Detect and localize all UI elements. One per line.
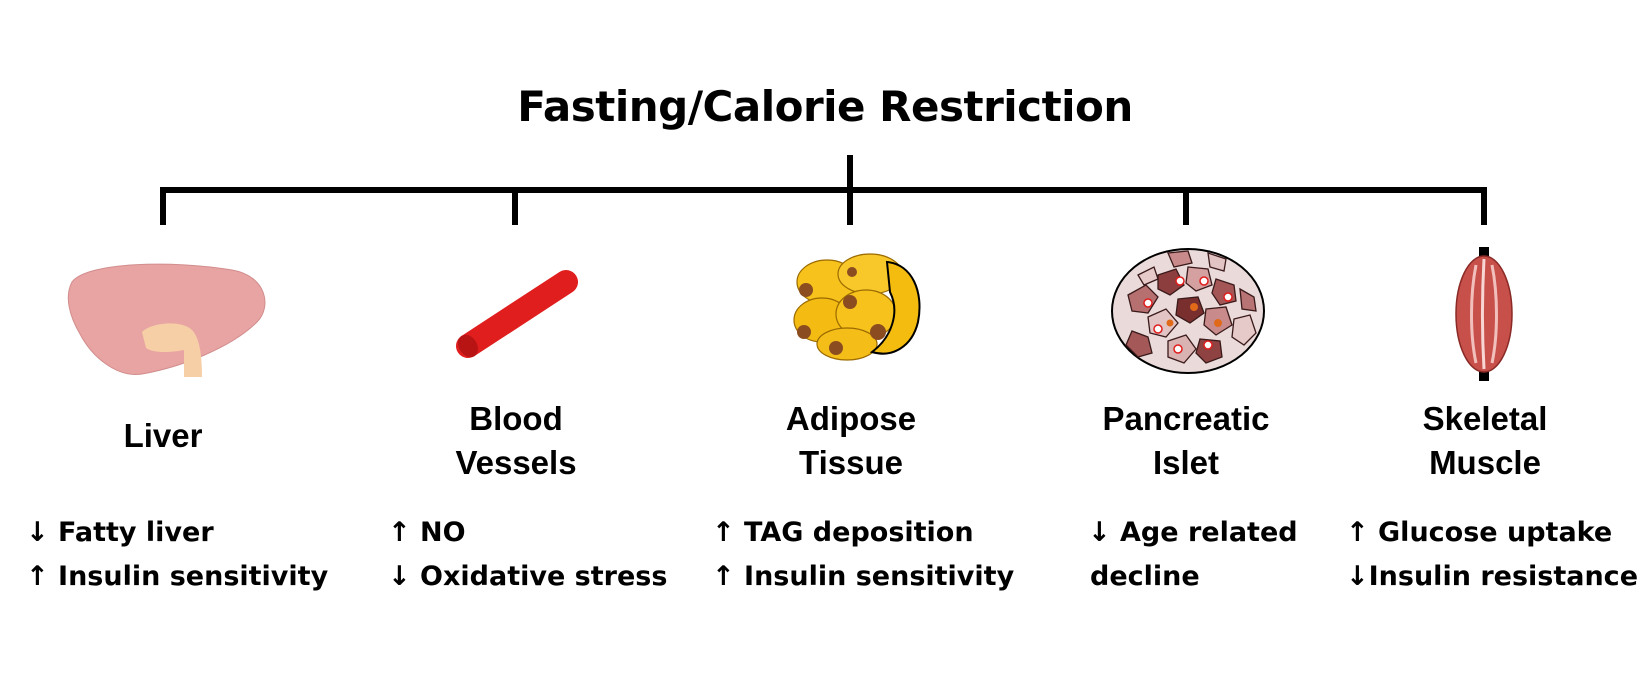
branch-connector (160, 155, 1487, 225)
effect-line: decline (1090, 561, 1200, 592)
effects-blood-vessels: ↑ NO ↓ Oxidative stress (388, 511, 667, 599)
organ-name-liver: Liver (123, 417, 203, 454)
effect-line: ↓ Oxidative stress (388, 561, 668, 592)
skeletal-muscle-icon (1455, 247, 1513, 381)
organ-name-blood-vessels: Blood Vessels (455, 400, 577, 481)
pancreatic-islet-icon (1111, 248, 1265, 374)
diagram-title: Fasting/Calorie Restriction (517, 82, 1133, 131)
effect-line: ↑ Insulin sensitivity (26, 561, 329, 592)
adipose-tissue-icon (793, 253, 921, 361)
effects-adipose-tissue: ↑ TAG deposition ↑ Insulin sensitivity (712, 511, 1014, 599)
effect-line: ↑ NO (388, 517, 466, 548)
effect-line: ↓Insulin resistance (1346, 561, 1639, 592)
effect-line: ↓ Age related (1088, 517, 1298, 548)
effect-line: ↑ Insulin sensitivity (712, 561, 1015, 592)
effects-skeletal-muscle: ↑ Glucose uptake ↓Insulin resistance (1346, 511, 1638, 599)
effects-pancreatic-islet: ↓ Age related decline (1088, 511, 1298, 599)
effect-line: ↑ TAG deposition (712, 517, 974, 548)
organ-name-pancreatic-islet: Pancreatic Islet (1102, 400, 1270, 481)
effects-liver: ↓ Fatty liver ↑ Insulin sensitivity (26, 511, 328, 599)
effect-line: ↑ Glucose uptake (1346, 517, 1613, 548)
organ-name-adipose-tissue: Adipose Tissue (785, 400, 917, 481)
organ-name-skeletal-muscle: Skeletal Muscle (1422, 400, 1548, 481)
effect-line: ↓ Fatty liver (26, 517, 214, 548)
blood-vessel-icon (456, 270, 578, 358)
liver-icon (67, 263, 266, 377)
